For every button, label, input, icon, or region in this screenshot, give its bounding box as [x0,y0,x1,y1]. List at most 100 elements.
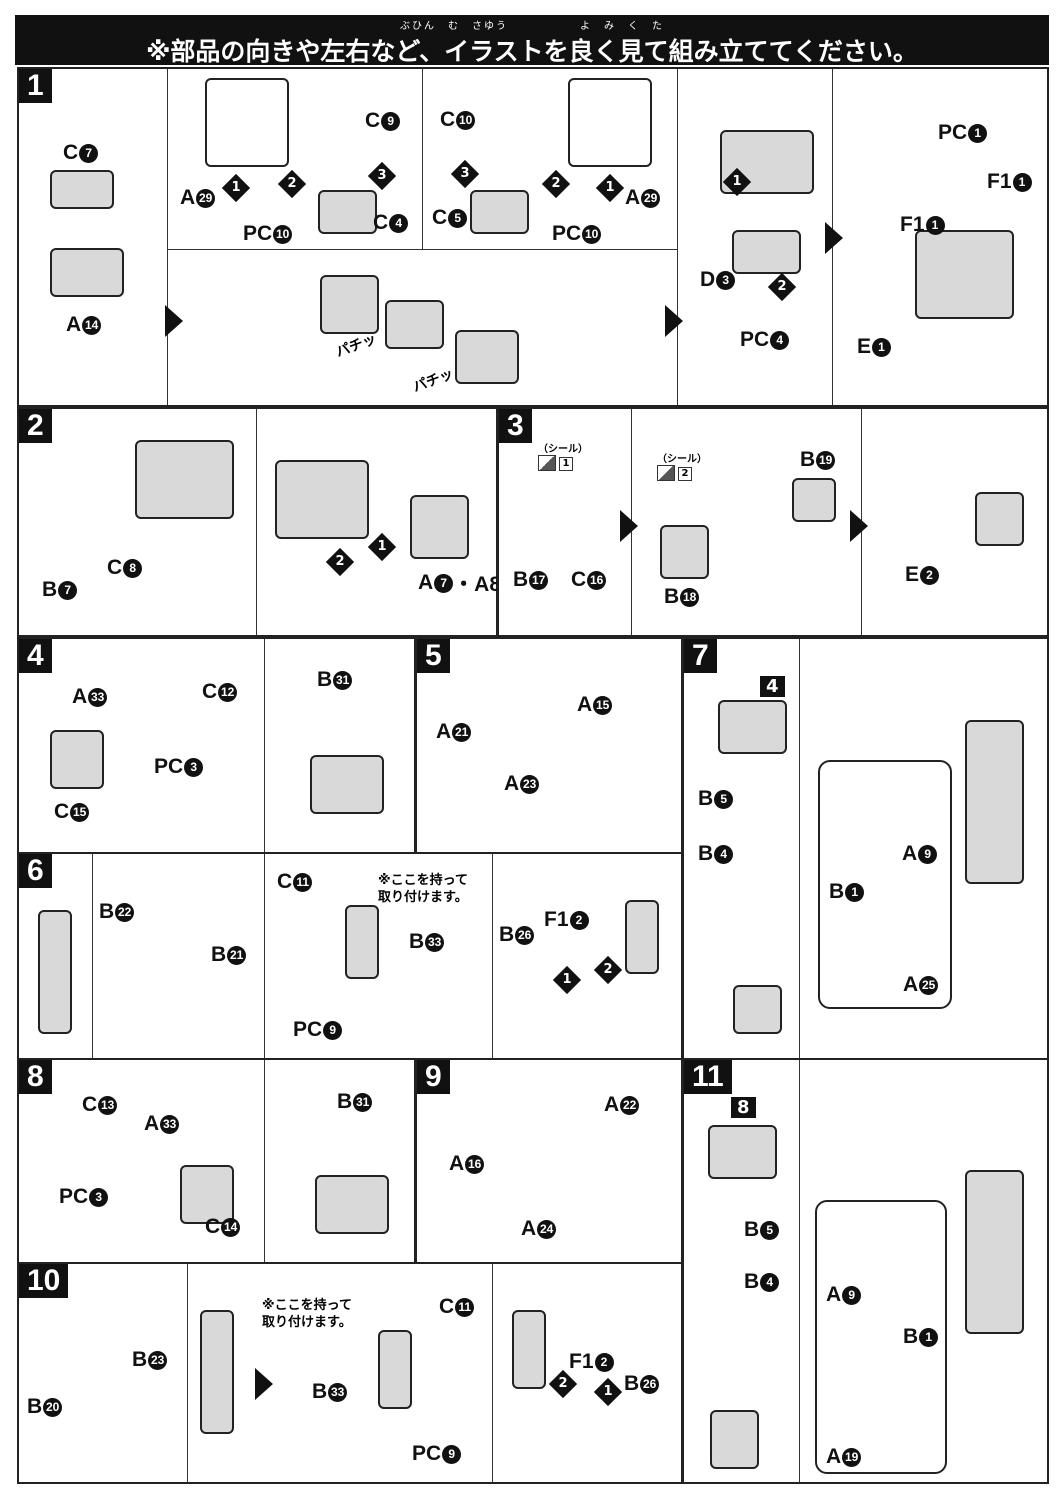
part-runner-letter: B [800,448,816,471]
holding-note: ※ここを持って取り付けます。 [262,1298,352,1330]
order-diamond: 2 [277,169,307,199]
part-number-circle: 21 [452,722,472,742]
part-runner-letter: A [418,571,434,594]
part-runner-letter: A [625,186,641,209]
reference-step-badge: 4 [760,676,785,697]
part-runner-letter: A [504,772,520,795]
part-number-circle: 33 [88,687,108,707]
part-number-circle: 5 [760,1220,780,1240]
part-runner-letter: A [902,842,918,865]
step-10-panel: 10 [17,1262,683,1484]
next-step-arrow-icon [165,305,183,337]
part-runner-letter: B [698,787,714,810]
part-runner-letter: E [905,563,920,586]
part-runner-letter: B [499,923,515,946]
divider [167,69,168,405]
part-number-circle: 20 [43,1397,63,1417]
part-runner-letter: PC [740,328,770,351]
order-diamond: 1 [595,173,625,203]
part-number-circle: 3 [89,1187,109,1207]
part-number-circle: 15 [593,695,613,715]
step-number: 1 [19,69,52,103]
part-label-extra: ・A8 [453,573,502,596]
part-runner-letter: B [211,943,227,966]
part-runner-letter: C [107,556,123,579]
part-runner-letter: PC [938,121,968,144]
order-diamond: 1 [552,965,582,995]
part-illustration [135,440,234,519]
header-text: ※部品の向きや左右など、イラストを良く見て組み立ててください。 [146,37,918,66]
part-number-circle: 1 [872,337,892,357]
order-diamond: 2 [767,272,797,302]
part-runner-letter: C [63,141,79,164]
part-number-circle: 33 [425,932,445,952]
part-runner-letter: B [829,880,845,903]
part-runner-letter: C [440,108,456,131]
part-number-circle: 2 [569,910,589,930]
part-number-circle: 33 [328,1382,348,1402]
part-illustration [310,755,384,814]
part-runner-letter: B [698,842,714,865]
part-number-circle: 1 [968,123,988,143]
part-illustration [205,78,289,167]
part-number-circle: 31 [353,1092,373,1112]
part-illustration [625,900,659,974]
part-runner-letter: A [449,1152,465,1175]
part-illustration [385,300,444,349]
part-number-circle: 11 [455,1297,475,1317]
part-number-circle: 10 [273,224,293,244]
part-number-circle: 9 [842,1285,862,1305]
part-number-circle: 4 [389,213,409,233]
part-number-circle: 7 [58,580,78,600]
part-runner-letter: A [903,973,919,996]
part-number-circle: 5 [714,789,734,809]
part-illustration [50,170,114,209]
part-runner-letter: PC [552,222,582,245]
divider [167,249,677,250]
part-runner-letter: A [72,685,88,708]
part-illustration [965,1170,1024,1334]
part-number-circle: 29 [196,188,216,208]
part-number-circle: 9 [381,111,401,131]
part-number-circle: 29 [641,188,661,208]
part-runner-letter: B [42,578,58,601]
holding-note: ※ここを持って取り付けます。 [378,873,468,905]
part-illustration [512,1310,546,1389]
part-number-circle: 3 [716,270,736,290]
part-runner-letter: PC [154,755,184,778]
header-ruby: ぶひん む さゆう よ み く た [400,21,664,32]
part-illustration [50,248,124,297]
part-illustration [38,910,72,1034]
next-step-arrow-icon [665,305,683,337]
order-number: 2 [551,176,561,191]
part-number-circle: 23 [520,774,540,794]
step-5-panel: 5 [415,637,683,854]
part-illustration [275,460,369,539]
